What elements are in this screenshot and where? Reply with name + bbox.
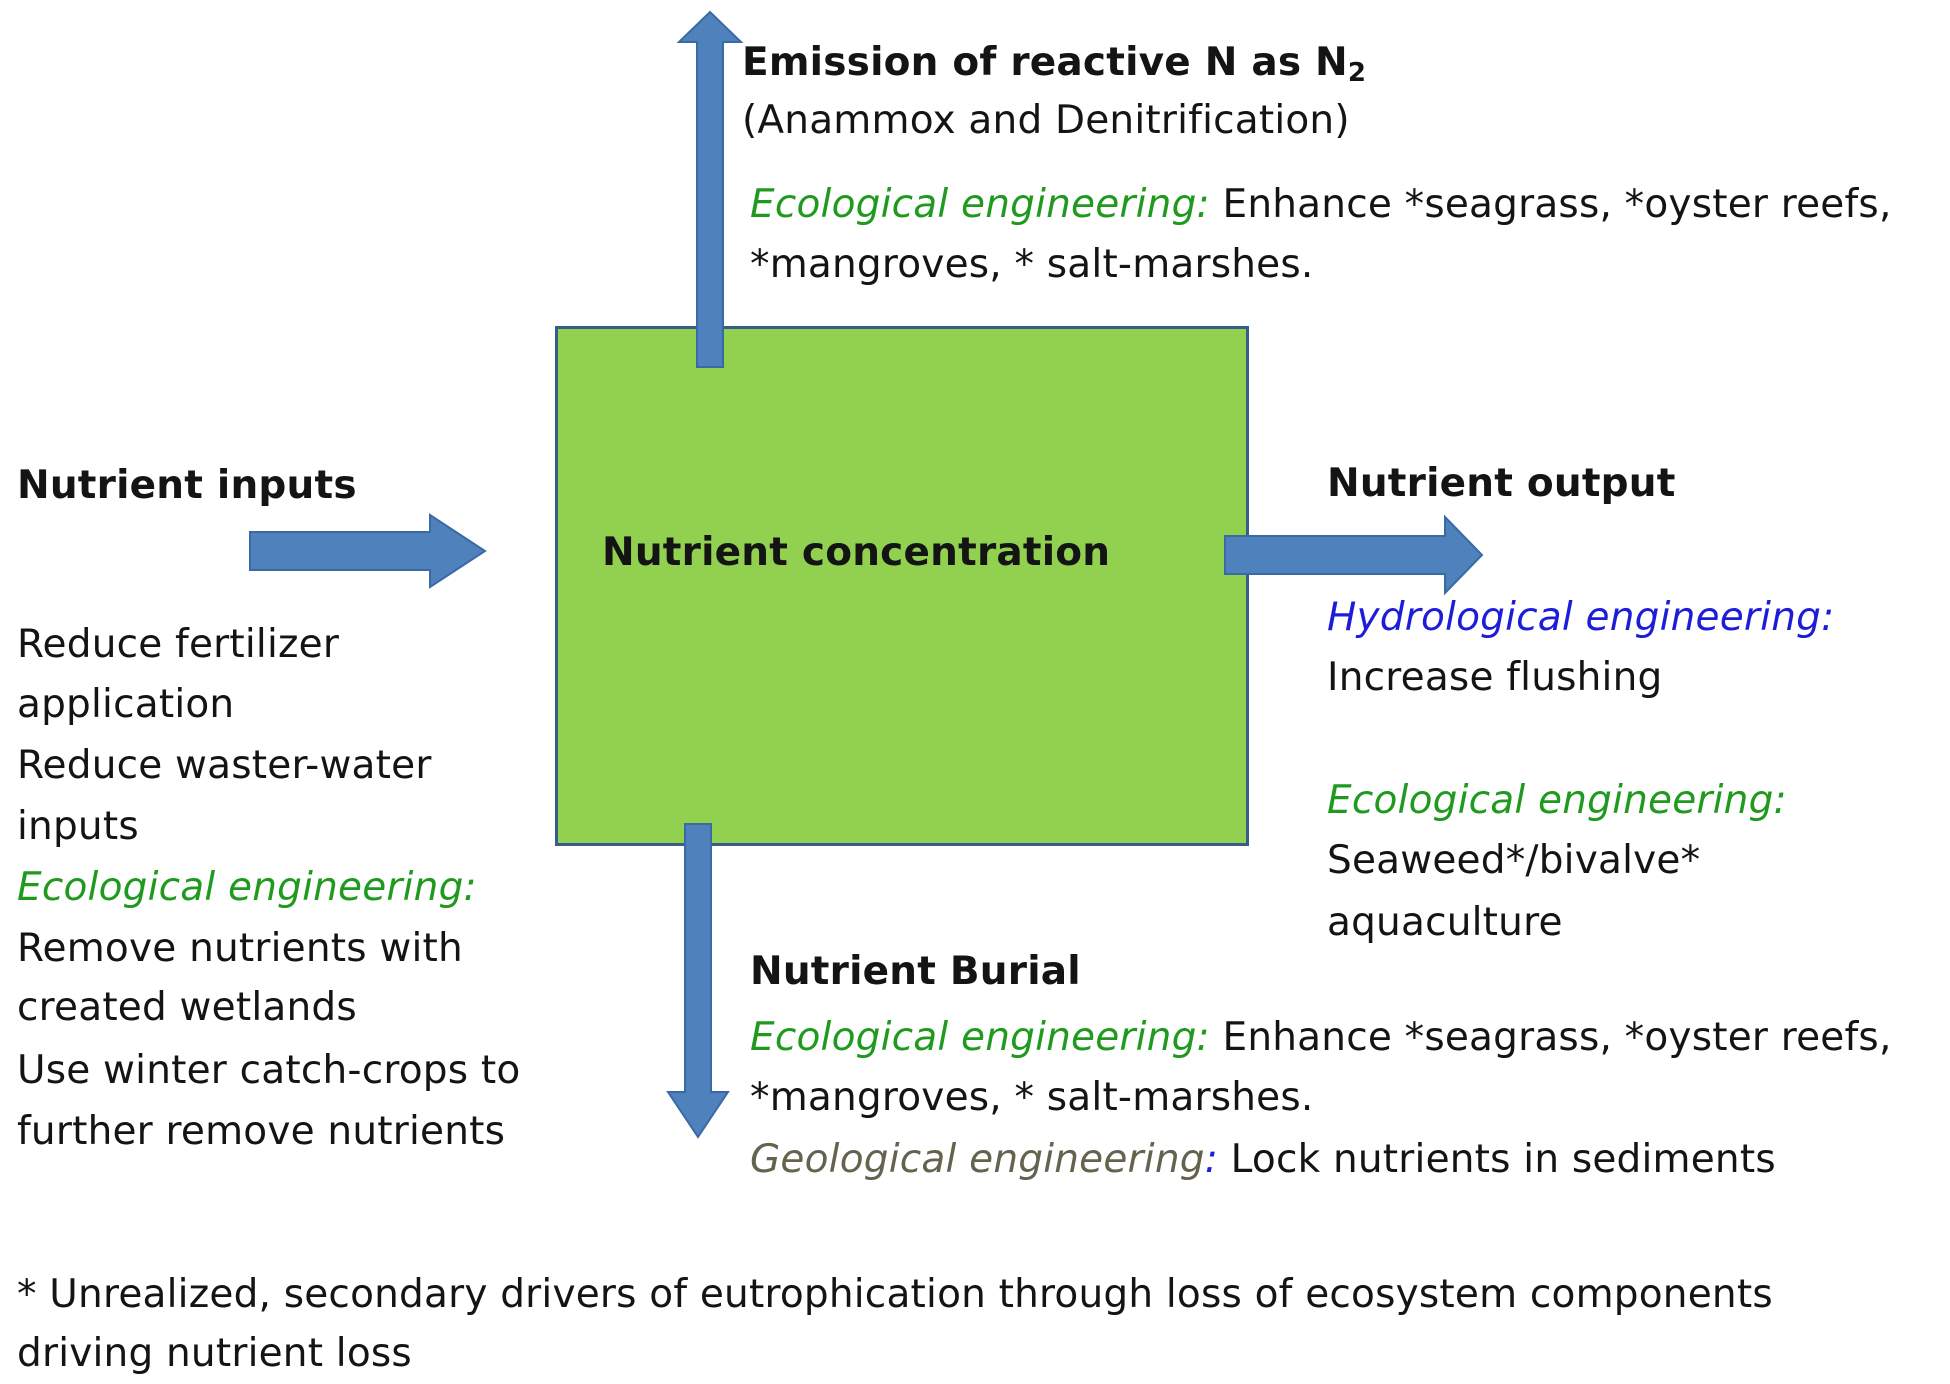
burial-eco-label: Ecological engineering: xyxy=(750,1015,1210,1060)
inputs-title: Nutrient inputs xyxy=(17,463,357,508)
burial-geo-label: Geological engineering xyxy=(750,1137,1205,1182)
burial-title: Nutrient Burial xyxy=(750,949,1081,994)
output-arrow xyxy=(1224,514,1484,596)
emission-eco-label: Ecological engineering: xyxy=(750,182,1210,227)
emission-title: Emission of reactive N as N2 xyxy=(742,32,1366,93)
burial-eco-line2: *mangroves, * salt-marshes. xyxy=(750,1075,1314,1120)
output-eco-label: Ecological engineering: xyxy=(1327,778,1787,823)
nutrient-concentration-label: Nutrient concentration xyxy=(602,530,1111,575)
inputs-line4: inputs xyxy=(17,804,139,849)
inputs-eco-label: Ecological engineering: xyxy=(17,865,477,910)
input-arrow xyxy=(249,513,487,589)
emission-process: (Anammox and Denitrification) xyxy=(742,98,1350,143)
burial-arrow xyxy=(666,823,730,1139)
footnote-line1: * Unrealized, secondary drivers of eutro… xyxy=(17,1272,1773,1317)
inputs-line5: Remove nutrients with xyxy=(17,926,463,971)
inputs-line3: Reduce waster-water xyxy=(17,743,432,788)
emission-eco-line2: *mangroves, * salt-marshes. xyxy=(750,242,1314,287)
inputs-line2: application xyxy=(17,682,235,727)
burial-eco-line1: Ecological engineering: Enhance *seagras… xyxy=(750,1007,1892,1068)
inputs-line8: further remove nutrients xyxy=(17,1109,506,1154)
emission-arrow xyxy=(676,10,744,368)
inputs-line6: created wetlands xyxy=(17,985,357,1030)
burial-geo-colon: : xyxy=(1204,1137,1219,1182)
output-eco-line2: aquaculture xyxy=(1327,900,1563,945)
inputs-line7: Use winter catch-crops to xyxy=(17,1048,521,1093)
burial-geo-line: Geological engineering: Lock nutrients i… xyxy=(750,1129,1776,1190)
emission-eco-line1: Ecological engineering: Enhance *seagras… xyxy=(750,174,1892,235)
emission-title-subscript: 2 xyxy=(1347,58,1367,88)
nutrient-concentration-box xyxy=(555,326,1249,846)
burial-eco-text: Enhance *seagrass, *oyster reefs, xyxy=(1209,1015,1892,1060)
output-hydro-text: Increase flushing xyxy=(1327,655,1663,700)
output-title: Nutrient output xyxy=(1327,461,1676,506)
footnote-line2: driving nutrient loss xyxy=(17,1331,412,1376)
burial-geo-text: Lock nutrients in sediments xyxy=(1218,1137,1776,1182)
inputs-line1: Reduce fertilizer xyxy=(17,622,340,667)
emission-title-text: Emission of reactive N as N xyxy=(742,40,1348,85)
output-eco-line1: Seaweed*/bivalve* xyxy=(1327,838,1701,883)
emission-eco-text: Enhance *seagrass, *oyster reefs, xyxy=(1209,182,1892,227)
output-hydro-label: Hydrological engineering: xyxy=(1327,595,1835,640)
